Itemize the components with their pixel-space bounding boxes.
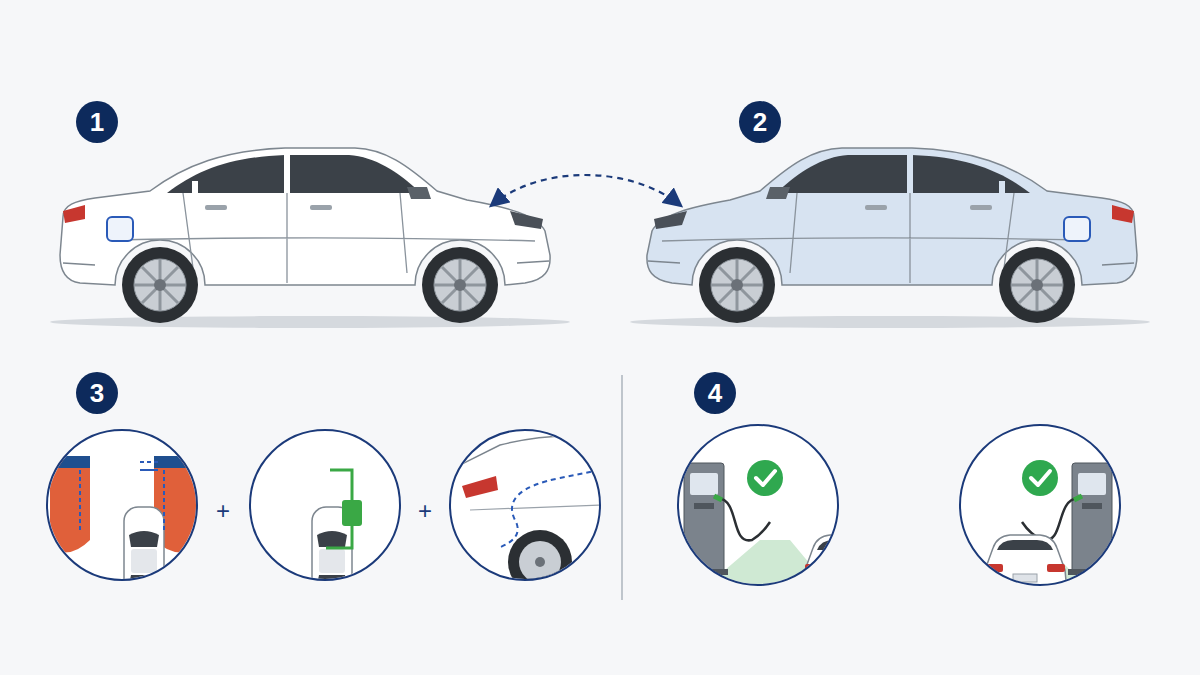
fuel-line-icon [250,430,400,599]
ground-shadows [630,316,1150,328]
tank-icon [50,456,196,599]
callout-number: 3 [77,373,117,413]
rear-quarter-icon [498,470,600,548]
callout-number: 4 [695,373,735,413]
divider [621,375,622,600]
pump-right-icon [1074,496,1082,500]
fuel-line-icon [326,526,352,548]
pump-right-icon [1031,471,1050,485]
tank-icon [154,456,196,468]
pump-right-icon [1068,463,1116,575]
pump-right-icon [960,425,1120,585]
callout-number: 2 [740,102,780,142]
tank-icon [47,430,197,580]
plus-sign: + [211,499,235,523]
pump-right-icon [955,463,1116,604]
callout-badges [76,101,118,143]
rear-quarter-icon [508,530,572,594]
rear-quarter-icon [470,505,600,510]
pump-left-icon [747,460,783,496]
plus-sign: + [413,499,437,523]
tank-icon [47,430,197,580]
tank-icon [80,462,164,530]
tank-icon [47,430,197,599]
pump-left-icon [803,535,887,604]
pump-left-icon [680,463,887,604]
rear-quarter-icon [450,430,610,600]
pump-right-icon [955,425,1120,604]
callout-badges [694,372,736,414]
pump-left-icon [678,425,838,585]
fuel-line-icon [330,470,352,505]
rear-quarter-icon [462,476,498,498]
pump-left-icon [680,463,728,575]
rear-quarter-icon [450,430,600,580]
rear-quarter-icon [519,541,561,583]
callout-badges [739,101,781,143]
pump-right-icon [983,535,1067,604]
pump-left-icon [718,498,770,540]
callout-number: 1 [77,102,117,142]
fuel-line-icon [342,500,362,526]
pump-left-icon [756,471,775,485]
white-car [60,148,550,323]
swap-arrow [492,175,680,205]
ground-shadows [50,316,1150,328]
blue-car [647,148,1137,323]
tank-icon [140,469,158,471]
tank-icon [124,507,164,599]
fuel-line-icon [250,430,400,580]
pump-left-icon [678,425,887,604]
pump-left-icon [714,496,722,500]
pump-right-icon [1022,460,1058,496]
tank-icon [50,456,90,468]
pump-right-icon [1022,498,1078,540]
ground-shadows [50,316,570,328]
callout-badges [76,372,118,414]
rear-quarter-icon [535,557,545,567]
